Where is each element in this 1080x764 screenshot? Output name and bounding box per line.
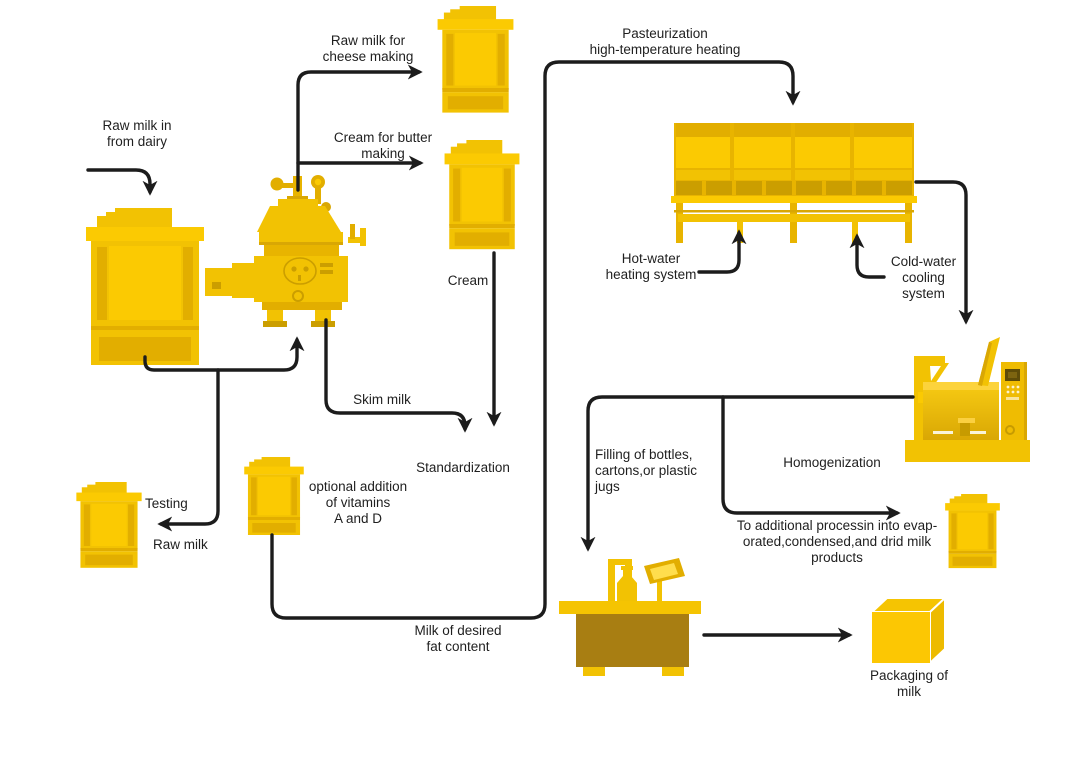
label-packaging-of-milk: Packaging of milk: [869, 668, 949, 699]
label-vitamin-addition: optional addition of vitamins A and D: [308, 479, 408, 526]
pasteurizer-heat-exchanger: [671, 123, 917, 243]
label-hot-water-system: Hot-water heating system: [605, 251, 697, 282]
label-additional-processing: To additional processin into evap- orate…: [736, 518, 938, 565]
flow-skim-milk-to-standardization: [324, 318, 473, 433]
label-filling: Filling of bottles, cartons,or plastic j…: [595, 447, 698, 494]
label-raw-milk-in: Raw milk in from dairy: [102, 118, 172, 149]
label-raw-milk: Raw milk: [153, 537, 208, 552]
label-cream-for-butter: Cream for butter making: [333, 130, 433, 161]
label-pasteurization: Pasteurization high-temperature heating: [589, 26, 741, 57]
cheese-milk-tank: [437, 6, 514, 113]
label-homogenization: Homogenization: [783, 455, 881, 470]
packaging-box: [869, 595, 948, 666]
flow-milk-to-pasteurizer: [270, 60, 801, 620]
homogenizer: [905, 337, 1030, 462]
flow-cold-water-arrow: [849, 233, 886, 279]
label-testing: Testing: [145, 496, 188, 511]
label-raw-milk-for-cheese: Raw milk for cheese making: [322, 33, 414, 64]
flow-hot-water-arrow: [697, 229, 747, 274]
label-cold-water-system: Cold-water cooling system: [890, 254, 957, 301]
vitamin-addition-tank: [244, 457, 304, 535]
flow-to-testing: [157, 368, 220, 532]
flow-homogenizer-to-filling: [580, 395, 915, 552]
filling-machine: [559, 558, 701, 676]
label-cream: Cream: [447, 273, 489, 288]
flow-to-additional-processing: [721, 395, 901, 521]
label-standardization: Standardization: [416, 460, 510, 475]
label-skim-milk: Skim milk: [353, 392, 411, 407]
cream-separator: [205, 175, 366, 327]
testing-tank: [76, 482, 142, 568]
label-milk-desired-fat: Milk of desired fat content: [414, 623, 502, 654]
raw-milk-storage-tank: [86, 208, 204, 365]
flow-raw-milk-in-arrow: [86, 168, 158, 196]
flow-separator-to-cheese-tank: [296, 64, 423, 192]
flow-pasteurizer-to-homogenizer: [914, 180, 974, 325]
